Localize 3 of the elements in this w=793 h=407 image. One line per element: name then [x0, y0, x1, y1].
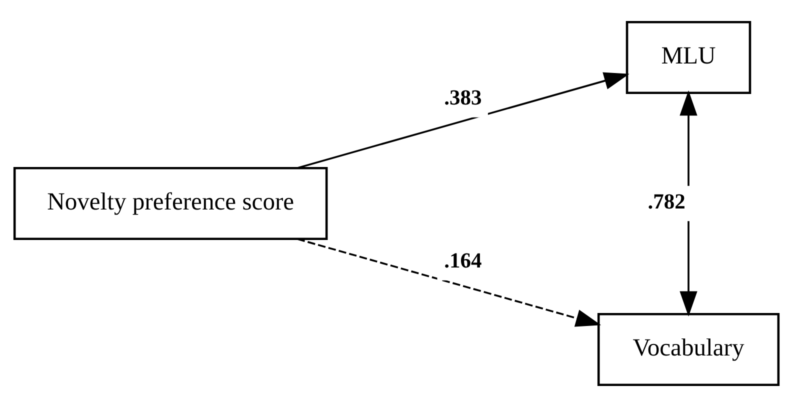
edge-label: .383 [444, 86, 482, 110]
edge-label: .782 [648, 189, 686, 214]
edge-label: .164 [444, 248, 482, 273]
